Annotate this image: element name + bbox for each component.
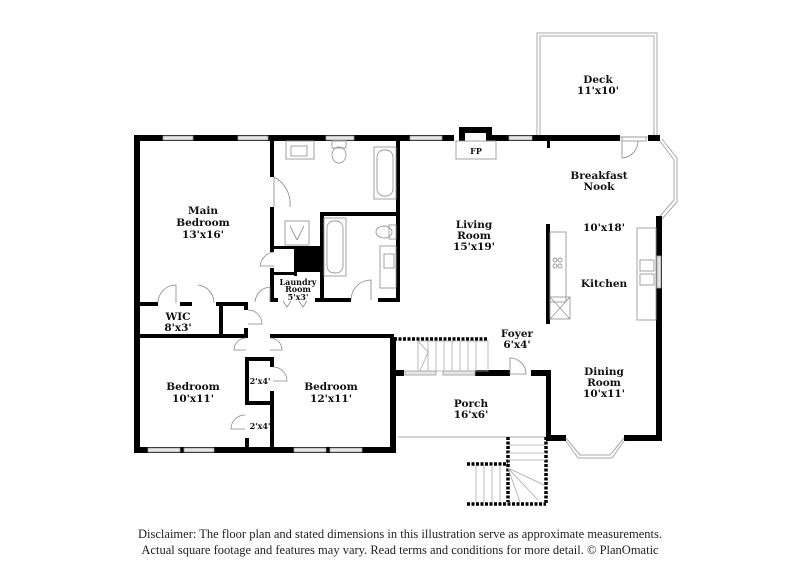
room-name: Laundry (280, 277, 317, 287)
room-main-bedroom: Main Bedroom 13'x16' (176, 205, 230, 241)
room-name: Main (188, 205, 218, 217)
exterior-stairs (398, 436, 548, 506)
room-name: Room (457, 230, 491, 242)
room-dimensions: 10'x18' (583, 222, 625, 234)
room-dimensions: 15'x19' (453, 241, 495, 253)
closet-2-dimensions: 2'x4' (250, 421, 271, 431)
room-dimensions: 11'x10' (577, 85, 619, 97)
room-name: Living (456, 219, 493, 231)
fixtures: FP (284, 140, 657, 321)
room-laundry: Laundry Room 5'x3' (280, 277, 317, 302)
room-name: Room (285, 284, 311, 294)
room-dimensions: 6'x4' (503, 339, 530, 351)
room-living-room: Living Room 15'x19' (453, 219, 495, 253)
room-foyer: Foyer 6'x4' (501, 328, 534, 351)
room-dimensions: 10'x11' (583, 388, 625, 400)
exterior-walls (134, 127, 662, 453)
room-dining-room: Dining Room 10'x11' (583, 366, 625, 400)
room-dimensions: 8'x3' (164, 322, 191, 334)
fireplace-label: FP (470, 146, 482, 156)
disclaimer-line-2: Actual square footage and features may v… (141, 543, 659, 557)
room-bedroom-2: Bedroom 12'x11' (304, 381, 358, 405)
bay-window-dining (565, 437, 625, 459)
closet-1-dimensions: 2'x4' (250, 376, 271, 386)
room-name: Dining (584, 366, 624, 378)
room-name: Bedroom (304, 381, 358, 393)
room-name: Bedroom (166, 381, 220, 393)
room-deck: Deck 11'x10' (577, 74, 619, 97)
room-dimensions: 10'x11' (172, 393, 214, 405)
room-labels: Main Bedroom 13'x16' WIC 8'x3' Laundry R… (164, 74, 627, 431)
room-bedroom-1: Bedroom 10'x11' (166, 381, 220, 405)
interior-stairs (417, 340, 489, 372)
room-dimensions: 16'x6' (454, 409, 489, 421)
room-name: Breakfast (570, 170, 627, 182)
room-dimensions: 5'x3' (288, 292, 309, 302)
room-kitchen: Kitchen (581, 278, 628, 290)
doors (157, 136, 647, 430)
room-name: Deck (583, 74, 613, 86)
room-dimensions: 13'x16' (182, 229, 224, 241)
room-name: Bedroom (176, 217, 230, 229)
room-name: Foyer (501, 328, 534, 340)
bay-window-nook (659, 138, 678, 220)
room-porch: Porch 16'x6' (454, 398, 489, 421)
room-name: Porch (454, 398, 489, 410)
room-name: Kitchen (581, 278, 628, 290)
windows (147, 135, 662, 453)
room-wic: WIC 8'x3' (164, 311, 191, 334)
room-name: Room (587, 377, 621, 389)
disclaimer-line-1: Disclaimer: The floor plan and stated di… (138, 527, 662, 541)
room-name: Nook (584, 181, 616, 193)
room-breakfast-nook: Breakfast Nook 10'x18' (570, 170, 627, 234)
room-name: WIC (164, 311, 190, 323)
interior-walls (140, 141, 488, 453)
room-dimensions: 12'x11' (310, 393, 352, 405)
